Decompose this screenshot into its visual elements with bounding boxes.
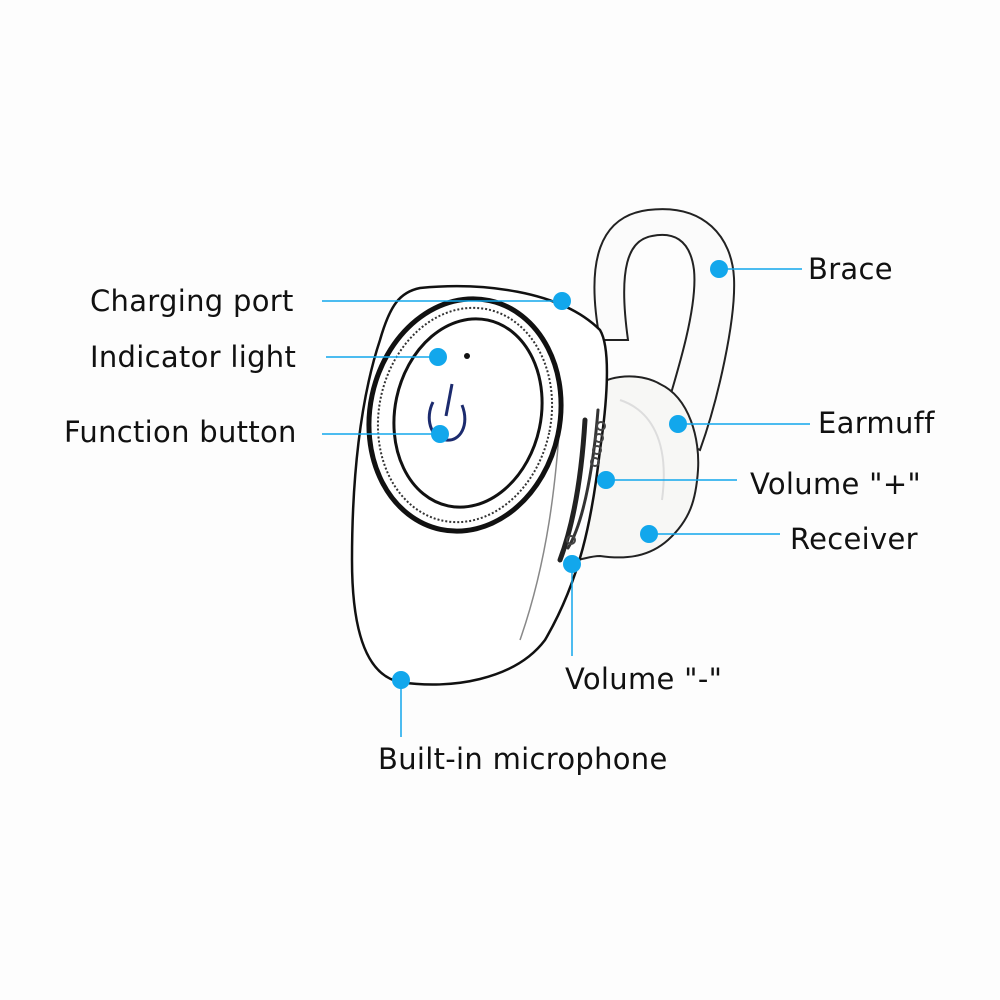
- label-built-in-microphone: Built-in microphone: [378, 742, 668, 776]
- callouts: [322, 260, 810, 737]
- receiver-dot: [640, 525, 658, 543]
- brace-dot: [710, 260, 728, 278]
- function-button-ring: [366, 296, 564, 534]
- charging-port-dot: [553, 292, 571, 310]
- label-volume-minus: Volume "-": [565, 662, 723, 696]
- label-volume-plus: Volume "+": [750, 467, 922, 501]
- label-indicator-light: Indicator light: [90, 340, 297, 374]
- label-charging-port: Charging port: [90, 284, 294, 318]
- label-receiver: Receiver: [790, 522, 918, 556]
- microphone-dot: [392, 671, 410, 689]
- label-brace: Brace: [808, 252, 893, 286]
- label-earmuff: Earmuff: [818, 406, 935, 440]
- indicator-light-dot: [429, 348, 447, 366]
- volume-plus-dot: [597, 471, 615, 489]
- function-button-dot: [431, 425, 449, 443]
- brace-hook: [593, 208, 736, 452]
- earmuff-dot: [669, 415, 687, 433]
- label-function-button: Function button: [64, 415, 297, 449]
- volume-minus-dot: [563, 555, 581, 573]
- earmuff: [573, 375, 700, 562]
